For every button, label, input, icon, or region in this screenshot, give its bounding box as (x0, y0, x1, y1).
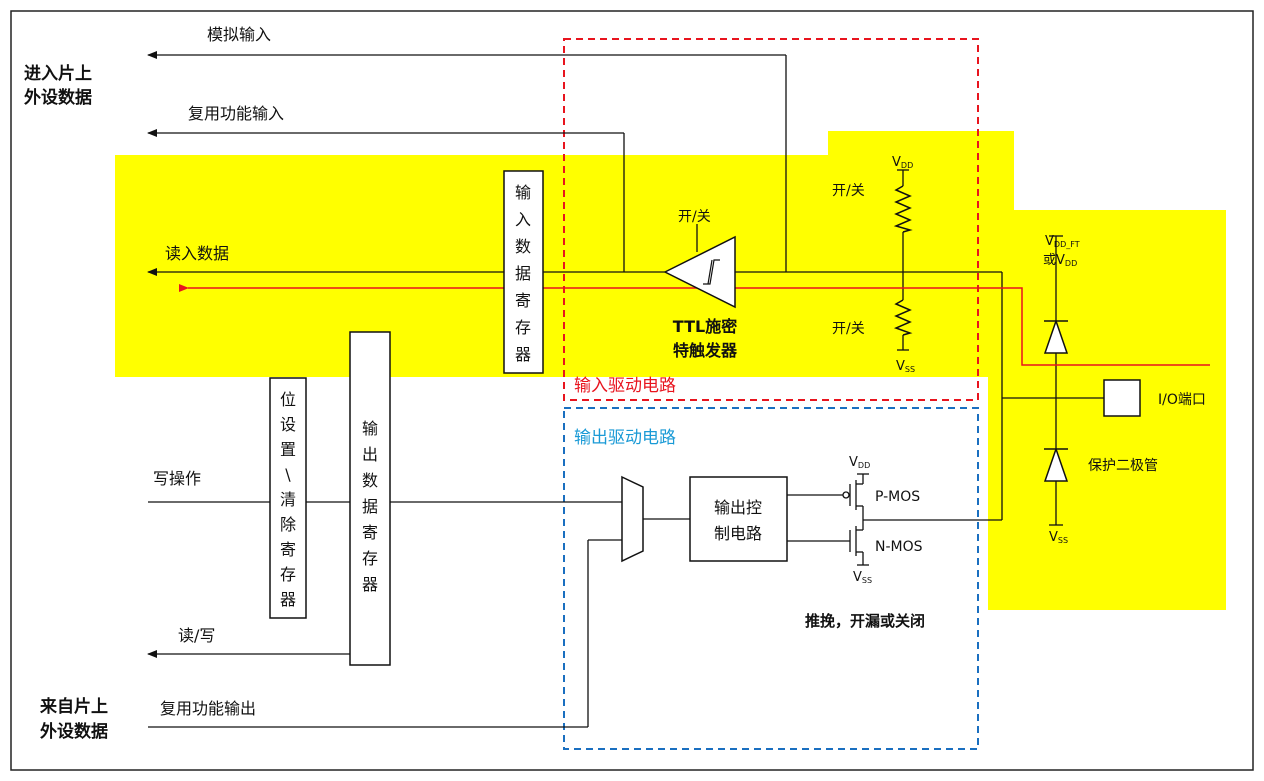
alt-func-input-label: 复用功能输入 (188, 104, 284, 123)
pulldown-onoff-label: 开/关 (832, 321, 865, 337)
io-port-pad (1103, 379, 1141, 417)
bitset-register-label: 位 设 置 \ 清 除 寄 存 器 (280, 390, 296, 609)
wires (147, 51, 1104, 728)
analog-input-label: 模拟输入 (207, 25, 271, 44)
bit-set-clear-register (269, 377, 307, 619)
input-register-label: 输 入 数 据 寄 存 器 (515, 183, 531, 364)
output-reg-char: 寄 (362, 523, 378, 542)
mode-label: 推挽，开漏或关闭 (805, 612, 925, 630)
bitset-reg-char: 存 (280, 565, 296, 584)
output-ctrl-label-2: 制电路 (714, 524, 762, 543)
protect-diode-label: 保护二极管 (1088, 458, 1158, 474)
input-reg-char: 入 (515, 210, 531, 229)
nmos-label: N-MOS (875, 539, 923, 555)
input-driver-label: 输入驱动电路 (574, 376, 676, 396)
bitset-reg-char: 清 (280, 490, 296, 509)
output-control-box (689, 476, 788, 562)
pull-down-resistor (893, 299, 913, 336)
output-register-label: 输 出 数 据 寄 存 器 (362, 419, 378, 594)
output-driver-box (563, 407, 979, 750)
output-reg-char: 出 (362, 445, 378, 464)
pull-up-resistor (893, 185, 913, 233)
input-data-register (503, 170, 544, 374)
input-reg-char: 输 (515, 183, 531, 202)
or-vdd-label: 或VDD (1043, 253, 1077, 268)
input-reg-char: 据 (515, 264, 531, 283)
output-reg-char: 数 (362, 471, 378, 490)
read-write-label: 读/写 (178, 626, 215, 645)
output-driver-label: 输出驱动电路 (574, 428, 676, 448)
bitset-reg-char: 除 (280, 515, 296, 534)
bitset-reg-char: 设 (280, 415, 296, 434)
output-reg-char: 器 (362, 575, 378, 594)
vss-label-pulldown: VSS (896, 359, 915, 374)
ttl-onoff-label: 开/关 (678, 209, 711, 225)
vdd-label-pmos: VDD (849, 455, 870, 470)
output-ctrl-label-1: 输出控 (714, 498, 762, 517)
write-op-label: 写操作 (153, 469, 201, 488)
nmos-transistor-icon (849, 520, 869, 566)
peripheral-in-label-1: 进入片上 (24, 63, 92, 84)
yellow-highlight-regions (115, 131, 1226, 610)
protection-diode-icon (1043, 318, 1069, 482)
pmos-transistor-icon (842, 473, 869, 520)
input-reg-char: 寄 (515, 291, 531, 310)
output-reg-char: 输 (362, 419, 378, 438)
vss-label-diode: VSS (1049, 530, 1068, 545)
mux-icon (621, 475, 644, 563)
output-data-register (349, 331, 391, 666)
vdd-ft-label: VDD_FT (1045, 234, 1080, 249)
peripheral-out-label-1: 来自片上 (39, 696, 108, 717)
input-reg-char: 存 (515, 318, 531, 337)
ttl-label-1: TTL施密 (673, 317, 737, 336)
ttl-label-2: 特触发器 (673, 341, 738, 360)
bitset-reg-char: 置 (280, 440, 296, 459)
input-driver-box (563, 38, 979, 401)
bitset-reg-char: 寄 (280, 540, 296, 559)
red-signal-path (179, 284, 1210, 366)
output-reg-char: 据 (362, 497, 378, 516)
outer-frame (10, 10, 1254, 771)
pmos-label: P-MOS (875, 489, 920, 505)
input-reg-char: 数 (515, 237, 531, 256)
pullup-onoff-label: 开/关 (832, 183, 865, 199)
peripheral-in-label-2: 外设数据 (24, 87, 92, 108)
bitset-reg-char: 器 (280, 590, 296, 609)
vdd-label-pullup: VDD (892, 155, 913, 170)
alt-func-output-label: 复用功能输出 (160, 699, 256, 718)
io-port-label: I/O端口 (1158, 392, 1206, 408)
bitset-reg-char: \ (285, 465, 291, 484)
vss-label-nmos: VSS (853, 570, 872, 585)
input-reg-char: 器 (515, 345, 531, 364)
schmitt-trigger-icon (663, 235, 736, 309)
output-reg-char: 存 (362, 549, 378, 568)
peripheral-out-label-2: 外设数据 (40, 721, 108, 742)
bitset-reg-char: 位 (280, 390, 296, 409)
read-data-label: 读入数据 (165, 244, 229, 263)
yellow-region-pull (828, 131, 1014, 286)
